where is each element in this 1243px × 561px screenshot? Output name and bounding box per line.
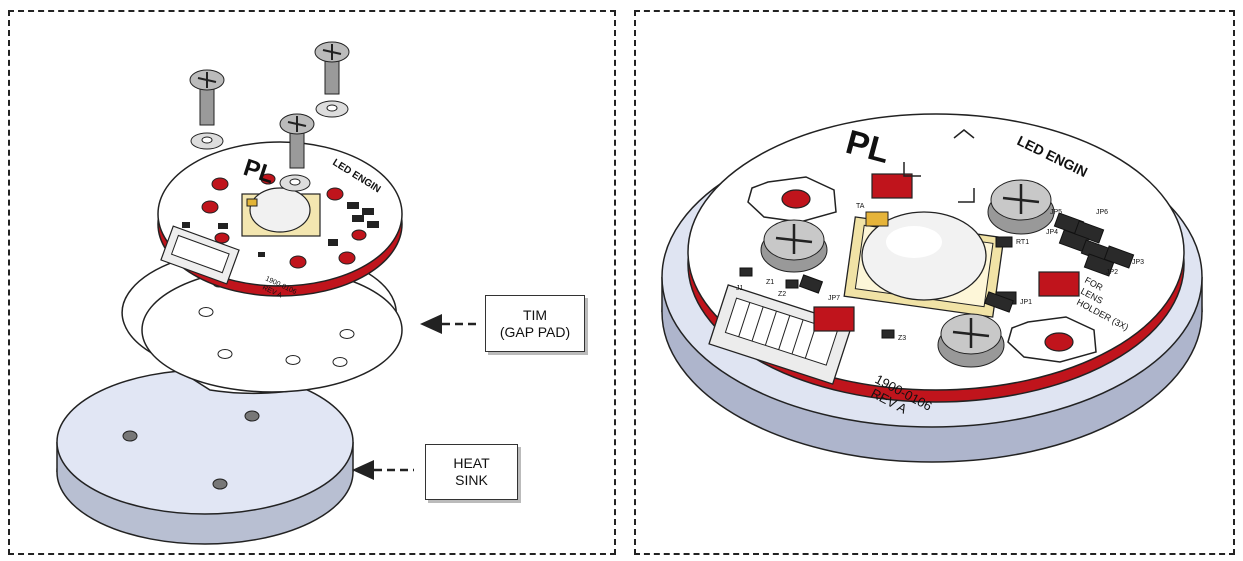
ref-z1: Z1 bbox=[766, 279, 774, 286]
heat-sink-part bbox=[56, 369, 354, 545]
ref-jp1: JP1 bbox=[1020, 299, 1032, 306]
ref-j1: J1 bbox=[736, 285, 744, 292]
ref-z2: Z2 bbox=[778, 291, 786, 298]
screw-2 bbox=[314, 41, 350, 118]
tim-callout-label: TIM (GAP PAD) bbox=[485, 295, 585, 352]
led-pcb-part: PL LED ENGIN 1900-0106 REV A bbox=[157, 141, 403, 300]
exploded-view-panel: PL LED ENGIN 1900-0106 REV A bbox=[8, 10, 616, 555]
ref-z3: Z3 bbox=[898, 335, 906, 342]
screw-head-bottom bbox=[937, 313, 1005, 368]
ref-jp7: JP7 bbox=[828, 295, 840, 302]
tim-arrow bbox=[420, 314, 480, 334]
pcb-board: PL LED ENGIN 1900-0106 REV A FOR LENS HO… bbox=[687, 113, 1185, 417]
ref-ta: TA bbox=[856, 203, 865, 210]
exploded-assembly-drawing: PL LED ENGIN 1900-0106 REV A bbox=[56, 41, 480, 545]
assembled-module-drawing: PL LED ENGIN 1900-0106 REV A FOR LENS HO… bbox=[661, 113, 1203, 463]
tim-callout-line2: (GAP PAD) bbox=[499, 323, 571, 340]
led-emitter bbox=[843, 211, 1005, 318]
ref-jp4: JP4 bbox=[1046, 229, 1058, 236]
connector-j1 bbox=[708, 284, 853, 385]
ref-jp2: JP2 bbox=[1106, 269, 1118, 276]
heat-sink-callout-label: HEAT SINK bbox=[425, 444, 518, 500]
screw-head-top bbox=[987, 179, 1055, 235]
heat-sink-callout-line2: SINK bbox=[455, 472, 488, 488]
screw-1 bbox=[189, 69, 225, 150]
ref-jp5: JP5 bbox=[1050, 209, 1062, 216]
ref-rt1: RT1 bbox=[1016, 239, 1029, 246]
screw-head-left bbox=[760, 219, 828, 273]
tim-callout-line1: TIM bbox=[522, 306, 548, 323]
ref-jp3: JP3 bbox=[1132, 259, 1144, 266]
heat-sink-callout-line1: HEAT bbox=[453, 455, 490, 471]
screw-3 bbox=[279, 113, 315, 192]
screw-washer-set bbox=[189, 41, 350, 192]
ref-jp6: JP6 bbox=[1096, 209, 1108, 216]
heat-sink-arrow bbox=[352, 460, 414, 480]
assembled-view-panel: PL LED ENGIN 1900-0106 REV A FOR LENS HO… bbox=[634, 10, 1235, 555]
